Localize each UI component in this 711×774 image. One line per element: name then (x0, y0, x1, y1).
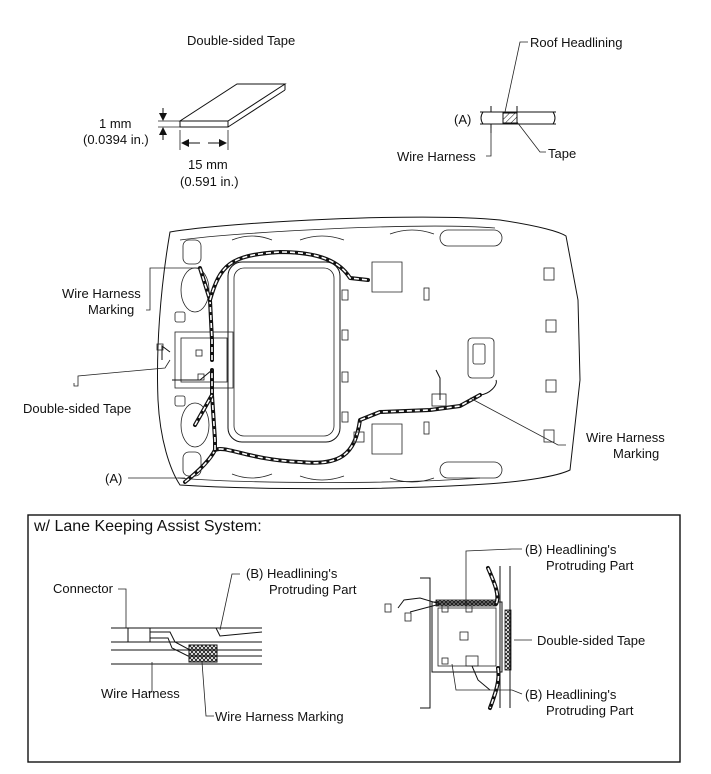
inset-module-detail (384, 548, 532, 710)
wire-harness-marking-right-line2: Marking (613, 446, 660, 461)
section-a-label: (A) (454, 112, 472, 127)
inset-connector-detail (111, 573, 263, 717)
protruding-left-line1: (B) Headlining's (246, 566, 338, 581)
wire-harness-label: Wire Harness (397, 149, 476, 164)
tape-dimension-drawing (158, 83, 287, 150)
protruding-right-bottom-line2: Protruding Part (546, 703, 634, 718)
inset-title: w/ Lane Keeping Assist System: (34, 518, 262, 535)
tape-label: Tape (548, 146, 577, 161)
main-leaders (73, 267, 566, 479)
callout-a-main-label: (A) (105, 471, 123, 486)
wire-harness-main (156, 250, 497, 484)
inset-frame (27, 514, 681, 763)
inset-wire-harness-label: Wire Harness (101, 686, 180, 701)
wire-harness-marking-left-line1: Wire Harness (62, 286, 141, 301)
double-sided-tape-main-label: Double-sided Tape (23, 401, 132, 416)
protruding-right-top-line2: Protruding Part (546, 558, 634, 573)
thickness-mm-label: 1 mm (99, 116, 132, 131)
wire-harness-marking-left-line2: Marking (88, 302, 135, 317)
wire-harness-marking-right-line1: Wire Harness (586, 430, 665, 445)
connector-label: Connector (53, 581, 113, 596)
tape-title: Double-sided Tape (187, 33, 296, 48)
protruding-right-bottom-line1: (B) Headlining's (525, 687, 617, 702)
protruding-right-top-line1: (B) Headlining's (525, 542, 617, 557)
roof-headlining-label: Roof Headlining (530, 35, 623, 50)
width-in-label: (0.591 in.) (180, 174, 239, 189)
inset-wire-harness-marking-label: Wire Harness Marking (215, 709, 344, 724)
headlining-outline (157, 216, 581, 490)
protruding-left-line2: Protruding Part (269, 582, 357, 597)
section-view-a (480, 41, 556, 157)
thickness-in-label: (0.0394 in.) (83, 132, 149, 147)
inset-double-sided-tape-label: Double-sided Tape (537, 633, 646, 648)
width-mm-label: 15 mm (188, 157, 228, 172)
